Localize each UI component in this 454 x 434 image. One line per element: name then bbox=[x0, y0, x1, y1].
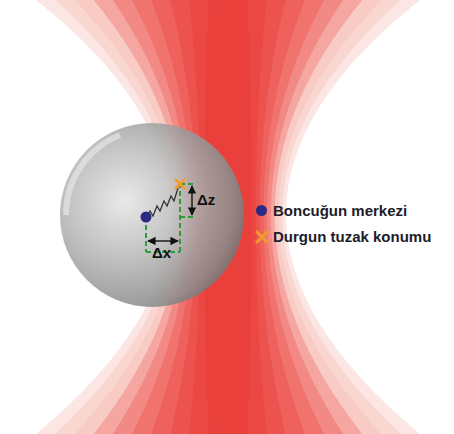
beam-layer bbox=[36, 0, 420, 434]
legend-cross-symbol bbox=[256, 231, 268, 243]
spring bbox=[146, 188, 178, 217]
dimension-label: Δz bbox=[197, 191, 215, 208]
bead-sphere bbox=[60, 123, 244, 307]
trap-position-cross bbox=[175, 179, 185, 189]
legend-swatch bbox=[256, 205, 267, 216]
laser-beam bbox=[36, 0, 420, 434]
bead-center-dot bbox=[141, 212, 152, 223]
dimension-label: Δx bbox=[152, 244, 171, 261]
bead-highlight bbox=[66, 135, 120, 215]
dz-arrow bbox=[191, 186, 192, 215]
legend-text: Boncuğun merkezi bbox=[273, 202, 407, 219]
legend-text: Durgun tuzak konumu bbox=[273, 228, 431, 245]
displacement-guides bbox=[146, 184, 196, 252]
dx-arrow bbox=[148, 240, 178, 241]
